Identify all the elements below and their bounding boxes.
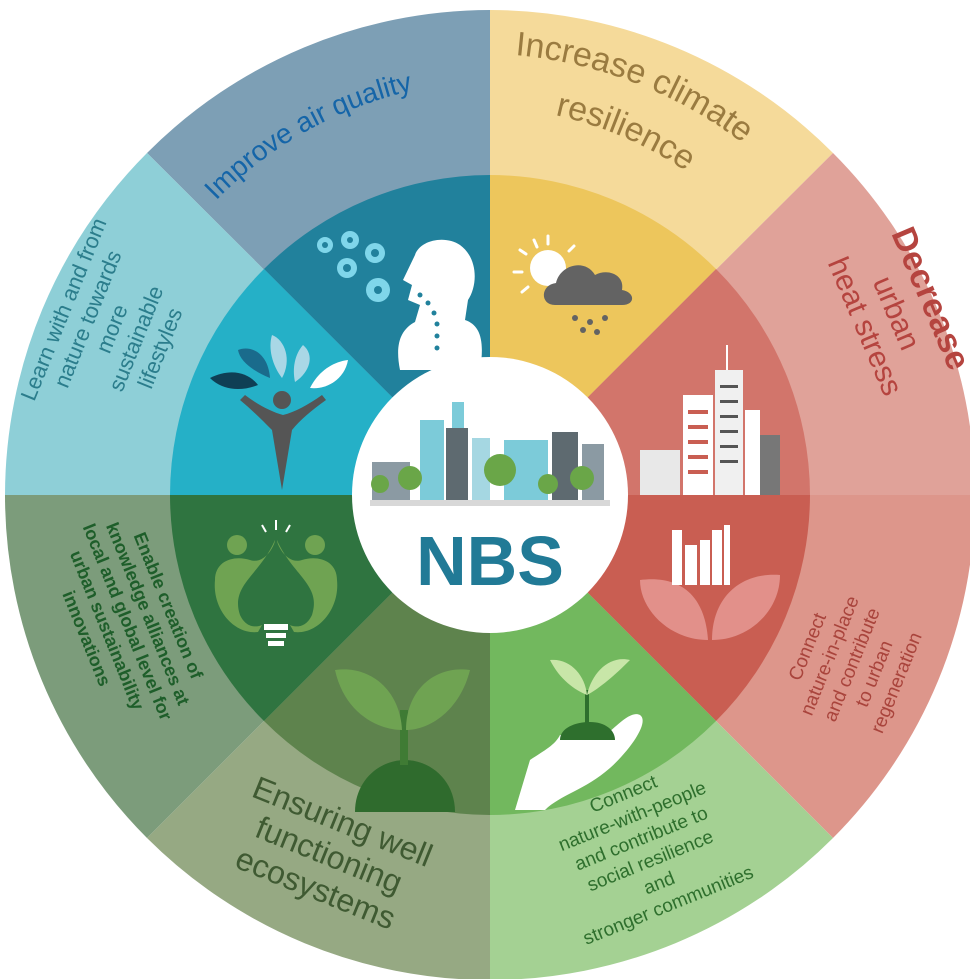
center-title: NBS xyxy=(416,522,564,600)
pollen-icon xyxy=(317,231,390,302)
nature-person-icon xyxy=(210,335,348,490)
sprout-icon xyxy=(335,669,470,812)
lightbulb-people-icon xyxy=(214,520,338,646)
hand-sprout-icon xyxy=(515,659,643,810)
city-skyline-icon xyxy=(370,402,610,506)
leaf-city-icon xyxy=(640,525,780,640)
sun-cloud-rain-icon xyxy=(512,234,633,335)
person-breathing-icon xyxy=(398,239,482,370)
city-buildings-icon xyxy=(640,345,780,495)
